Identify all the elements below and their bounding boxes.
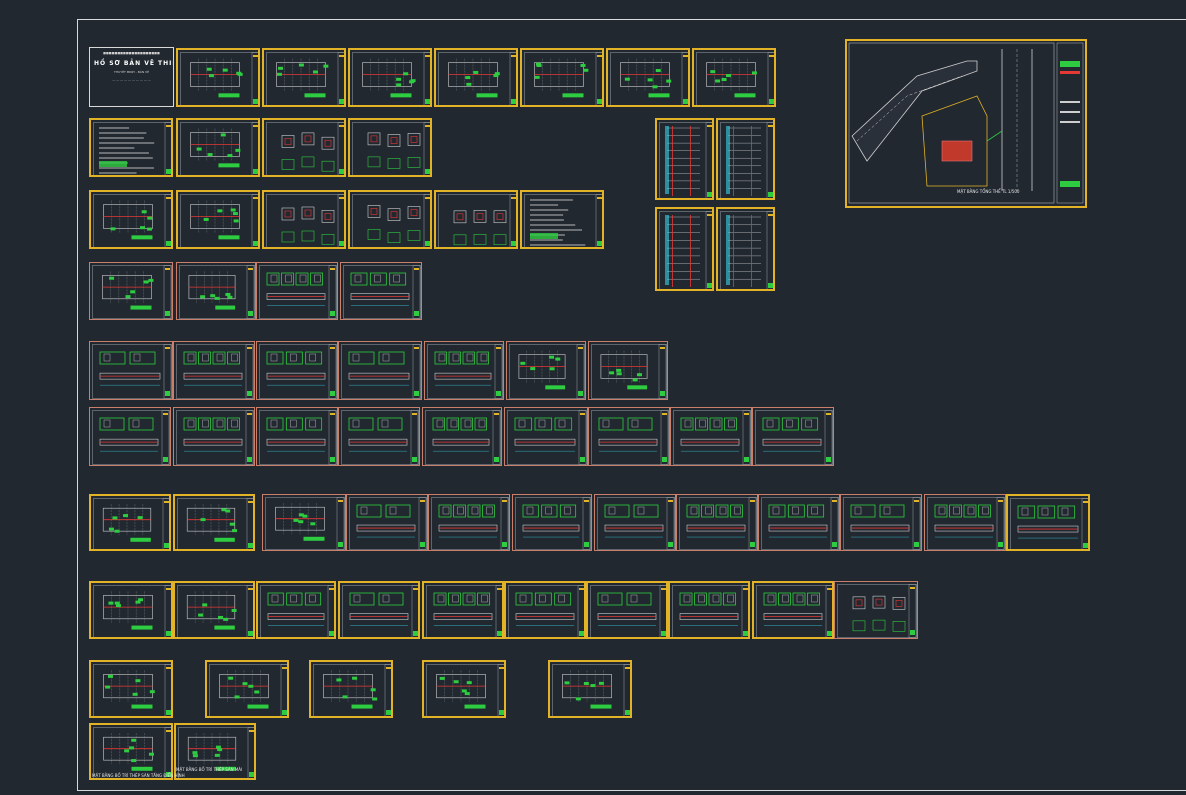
drawing-sheet[interactable] (716, 207, 775, 291)
drawing-sheet[interactable] (309, 660, 393, 718)
drawing-sheet[interactable] (256, 341, 338, 400)
drawing-sheet[interactable] (89, 581, 173, 639)
site-plan-caption: MẶT BẰNG TỔNG THỂ TL 1/500 (957, 189, 1020, 194)
drawing-sheet[interactable] (924, 494, 1006, 551)
bottom-caption-1: MẶT BẰNG BỐ TRÍ THÉP SÀN TẦNG ĐIỂN HÌNH (92, 773, 185, 778)
drawing-sheet[interactable] (348, 190, 432, 249)
drawing-sheet[interactable] (89, 660, 173, 718)
drawing-sheet[interactable] (424, 341, 504, 400)
cover-line: — — — — — — — — — — (112, 78, 151, 82)
bottom-caption-2: MẶT BẰNG BỐ TRÍ THÉP SÀN MÁI (176, 767, 243, 772)
drawing-sheet[interactable] (594, 494, 676, 551)
drawing-sheet[interactable] (606, 48, 690, 107)
drawing-sheet[interactable] (176, 262, 256, 320)
drawing-sheet[interactable] (548, 660, 632, 718)
drawing-sheet[interactable] (176, 118, 260, 177)
drawing-sheet[interactable] (504, 407, 588, 466)
cover-header-text: ■■■■■■■■■■■■■■■■■■■■ (103, 51, 160, 55)
drawing-sheet[interactable] (758, 494, 840, 551)
drawing-sheet[interactable] (434, 48, 518, 107)
drawing-sheet[interactable] (89, 118, 173, 177)
drawing-sheet[interactable] (338, 581, 420, 639)
drawing-sheet[interactable] (588, 341, 668, 400)
drawing-sheet[interactable] (834, 581, 918, 639)
drawing-sheet[interactable] (655, 118, 714, 200)
drawing-sheet[interactable] (262, 118, 346, 177)
site-plan-drawing: MẶT BẰNG TỔNG THỂ TL 1/500 (848, 42, 1084, 204)
drawing-sheet[interactable] (173, 407, 255, 466)
drawing-sheet[interactable] (89, 262, 173, 320)
drawing-sheet[interactable] (520, 190, 604, 249)
model-space-border (77, 19, 1186, 791)
drawing-sheet[interactable] (692, 48, 776, 107)
drawing-sheet[interactable] (338, 407, 420, 466)
drawing-sheet[interactable] (173, 341, 255, 400)
drawing-sheet[interactable] (655, 207, 714, 291)
cover-subtitle: THUYẾT MINH - BẢN VẼ (113, 70, 150, 74)
drawing-sheet[interactable] (89, 190, 173, 249)
drawing-sheet[interactable] (89, 723, 173, 780)
sheet-cover[interactable]: ■■■■■■■■■■■■■■■■■■■■ HỒ SƠ BẢN VẼ THIẾT … (89, 47, 174, 107)
drawing-sheet[interactable] (520, 48, 604, 107)
drawing-sheet[interactable] (676, 494, 758, 551)
drawing-sheet[interactable] (340, 262, 422, 320)
drawing-sheet[interactable] (422, 407, 502, 466)
cover-title: HỒ SƠ BẢN VẼ THIẾT KẾ (94, 60, 173, 67)
drawing-sheet[interactable] (262, 494, 346, 551)
drawing-sheet[interactable] (348, 48, 432, 107)
drawing-sheet[interactable] (256, 581, 336, 639)
drawing-sheet[interactable] (752, 581, 834, 639)
drawing-sheet[interactable] (262, 48, 346, 107)
sheet-site-plan[interactable]: MẶT BẰNG TỔNG THỂ TL 1/500 (845, 39, 1087, 208)
drawing-sheet[interactable] (174, 723, 256, 780)
drawing-sheet[interactable] (752, 407, 834, 466)
drawing-sheet[interactable] (504, 581, 586, 639)
drawing-sheet[interactable] (586, 581, 668, 639)
drawing-sheet[interactable] (1006, 494, 1090, 551)
drawing-sheet[interactable] (422, 660, 506, 718)
drawing-sheet[interactable] (670, 407, 752, 466)
drawing-sheet[interactable] (716, 118, 775, 200)
drawing-sheet[interactable] (89, 341, 173, 400)
drawing-sheet[interactable] (176, 48, 260, 107)
drawing-sheet[interactable] (348, 118, 432, 177)
drawing-sheet[interactable] (89, 494, 171, 551)
drawing-sheet[interactable] (428, 494, 510, 551)
drawing-sheet[interactable] (256, 262, 338, 320)
drawing-sheet[interactable] (338, 341, 422, 400)
drawing-sheet[interactable] (346, 494, 428, 551)
drawing-sheet[interactable] (840, 494, 922, 551)
drawing-sheet[interactable] (588, 407, 670, 466)
drawing-sheet[interactable] (262, 190, 346, 249)
drawing-sheet[interactable] (176, 190, 260, 249)
drawing-sheet[interactable] (89, 407, 171, 466)
drawing-sheet[interactable] (205, 660, 289, 718)
drawing-sheet[interactable] (512, 494, 592, 551)
drawing-sheet[interactable] (422, 581, 504, 639)
drawing-sheet[interactable] (173, 494, 255, 551)
drawing-sheet[interactable] (256, 407, 338, 466)
drawing-sheet[interactable] (506, 341, 586, 400)
drawing-sheet[interactable] (668, 581, 750, 639)
drawing-sheet[interactable] (434, 190, 518, 249)
drawing-sheet[interactable] (173, 581, 255, 639)
